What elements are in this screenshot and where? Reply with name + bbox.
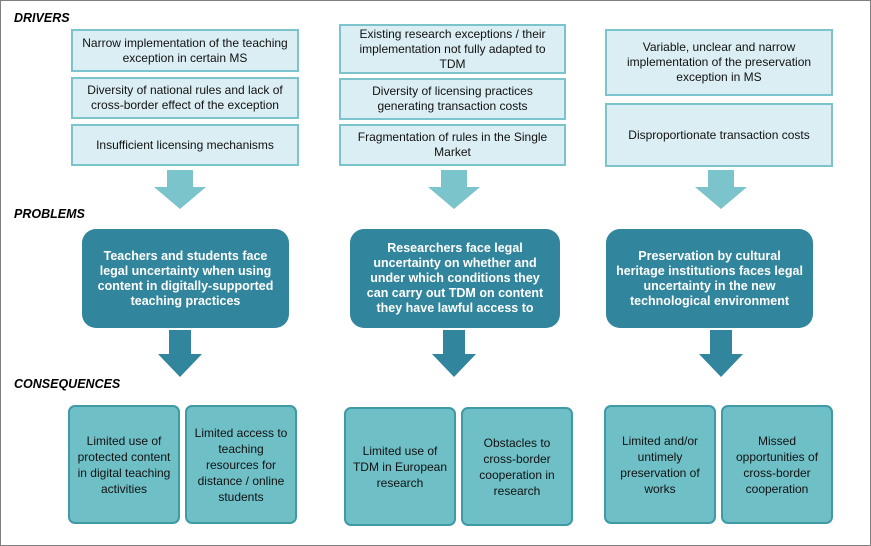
driver-box: Narrow implementation of the teaching ex… [71,29,299,72]
consequence-box: Limited use of TDM in European research [344,407,456,526]
driver-box: Existing research exceptions / their imp… [339,24,566,74]
down-arrow-icon [428,170,480,209]
driver-box: Diversity of licensing practices generat… [339,78,566,120]
down-arrow-icon [432,330,476,377]
problems-heading: PROBLEMS [14,207,85,221]
consequence-box: Missed opportunities of cross-border coo… [721,405,833,524]
driver-box: Fragmentation of rules in the Single Mar… [339,124,566,166]
driver-box: Variable, unclear and narrow implementat… [605,29,833,96]
consequence-box: Limited and/or untimely preservation of … [604,405,716,524]
down-arrow-icon [158,330,202,377]
driver-box: Diversity of national rules and lack of … [71,77,299,119]
down-arrow-icon [154,170,206,209]
problem-box: Teachers and students face legal uncerta… [82,229,289,328]
down-arrow-icon [695,170,747,209]
driver-box: Insufficient licensing mechanisms [71,124,299,166]
consequences-heading: CONSEQUENCES [14,377,121,391]
driver-box: Disproportionate transaction costs [605,103,833,167]
drivers-heading: DRIVERS [14,11,70,25]
consequence-box: Limited use of protected content in digi… [68,405,180,524]
problem-box: Preservation by cultural heritage instit… [606,229,813,328]
problem-box: Researchers face legal uncertainty on wh… [350,229,560,328]
consequence-box: Limited access to teaching resources for… [185,405,297,524]
consequence-box: Obstacles to cross-border cooperation in… [461,407,573,526]
down-arrow-icon [699,330,743,377]
